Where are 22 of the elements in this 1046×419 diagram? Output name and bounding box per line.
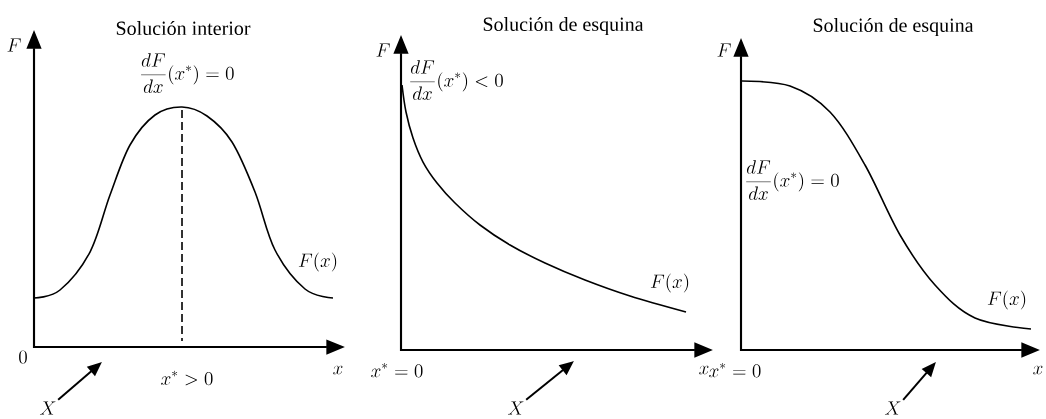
variable-label: $X$ (507, 401, 524, 415)
origin-label: $0$ (19, 350, 27, 364)
derivative-condition: $\frac{dF}{dx}(x^*) = 0$ (141, 53, 234, 93)
curve-label: $F(x)$ (650, 273, 689, 293)
axis-label: $F$ (376, 43, 390, 57)
variable-label: $X$ (884, 401, 901, 415)
optimum-label: $x^* > 0$ (161, 370, 213, 386)
axis-label: $x$ (333, 365, 343, 375)
curve-label: $F(x)$ (298, 252, 337, 272)
optimum-label: $x^* = 0$ (371, 362, 423, 378)
axis-label: $x$ (699, 365, 709, 375)
curve-label: $F(x)$ (987, 290, 1026, 310)
variable-label: $X$ (39, 401, 56, 415)
panel-title: Solución interior (116, 20, 251, 36)
panel-title: Solución de esquina (813, 17, 974, 37)
axis-label: $x$ (1033, 365, 1043, 375)
axis-label: $F$ (717, 43, 731, 57)
derivative-condition: $\frac{dF}{dx}(x^*) = 0$ (746, 160, 839, 200)
derivative-condition: $\frac{dF}{dx}(x^*) < 0$ (410, 60, 503, 100)
panel-title: Solución de esquina (483, 16, 644, 36)
axis-label: $F$ (7, 38, 21, 52)
optimum-label: $x^* = 0$ (709, 362, 761, 378)
